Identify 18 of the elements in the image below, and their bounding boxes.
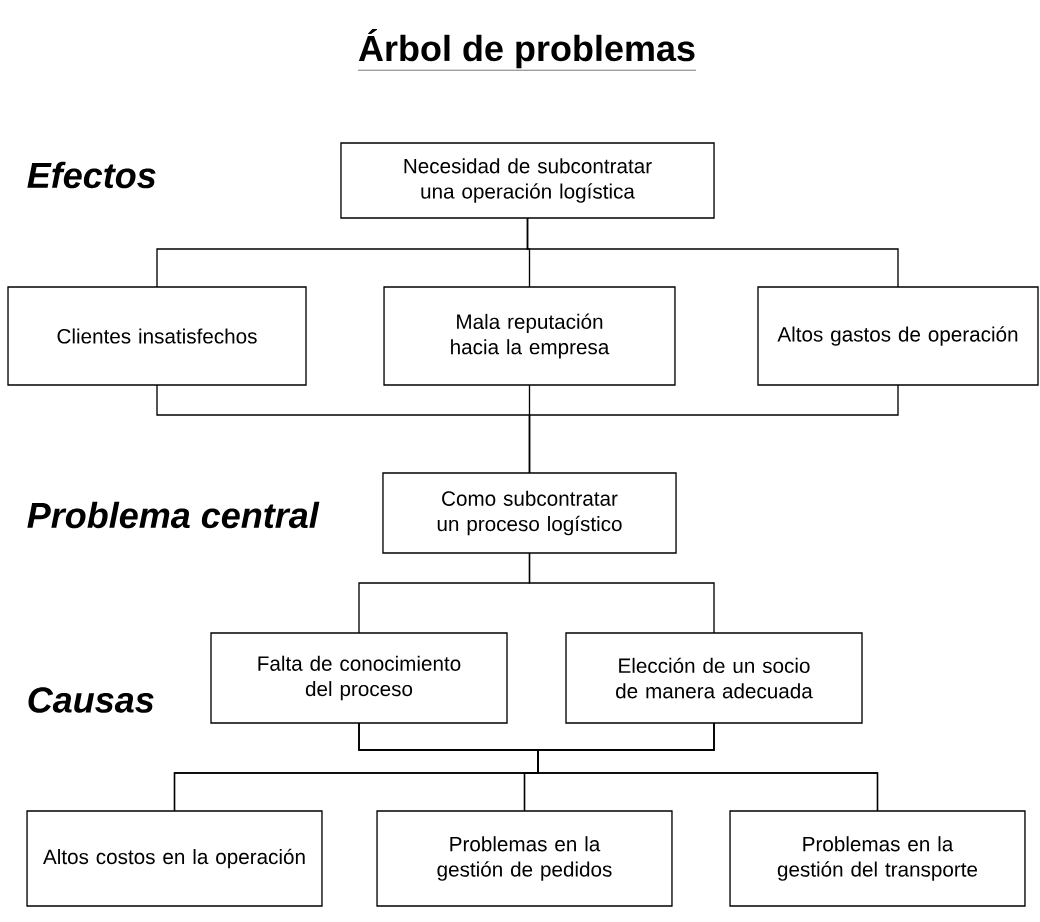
- connector-line: [528, 552, 715, 634]
- connector-line: [528, 384, 899, 474]
- problem-box: Elección de un socio de manera adecuada: [565, 632, 863, 724]
- problem-box: Altos gastos de operación: [757, 286, 1039, 386]
- problem-box: Altos costos en la operación: [26, 810, 323, 907]
- title: Árbol de problemas: [357, 29, 697, 71]
- section-label: Causas: [28, 687, 154, 713]
- problem-box: Como subcontratar un proceso logístico: [382, 472, 677, 554]
- problem-box: Problemas en la gestión de pedidos: [376, 810, 673, 907]
- connector-line: [526, 217, 899, 288]
- problem-box: Necesidad de subcontratar una operación logística: [340, 142, 715, 219]
- problem-box: Falta de conocimiento del proceso: [210, 632, 508, 724]
- problem-box: Problemas en la gestión del transporte: [729, 810, 1026, 907]
- problem-box: Clientes insatisfechos: [7, 286, 307, 386]
- section-label: Efectos: [27, 161, 156, 189]
- connector-line: [537, 722, 879, 812]
- problem-box: Mala reputación hacia la empresa: [383, 286, 676, 386]
- section-label: Problema central: [27, 501, 320, 529]
